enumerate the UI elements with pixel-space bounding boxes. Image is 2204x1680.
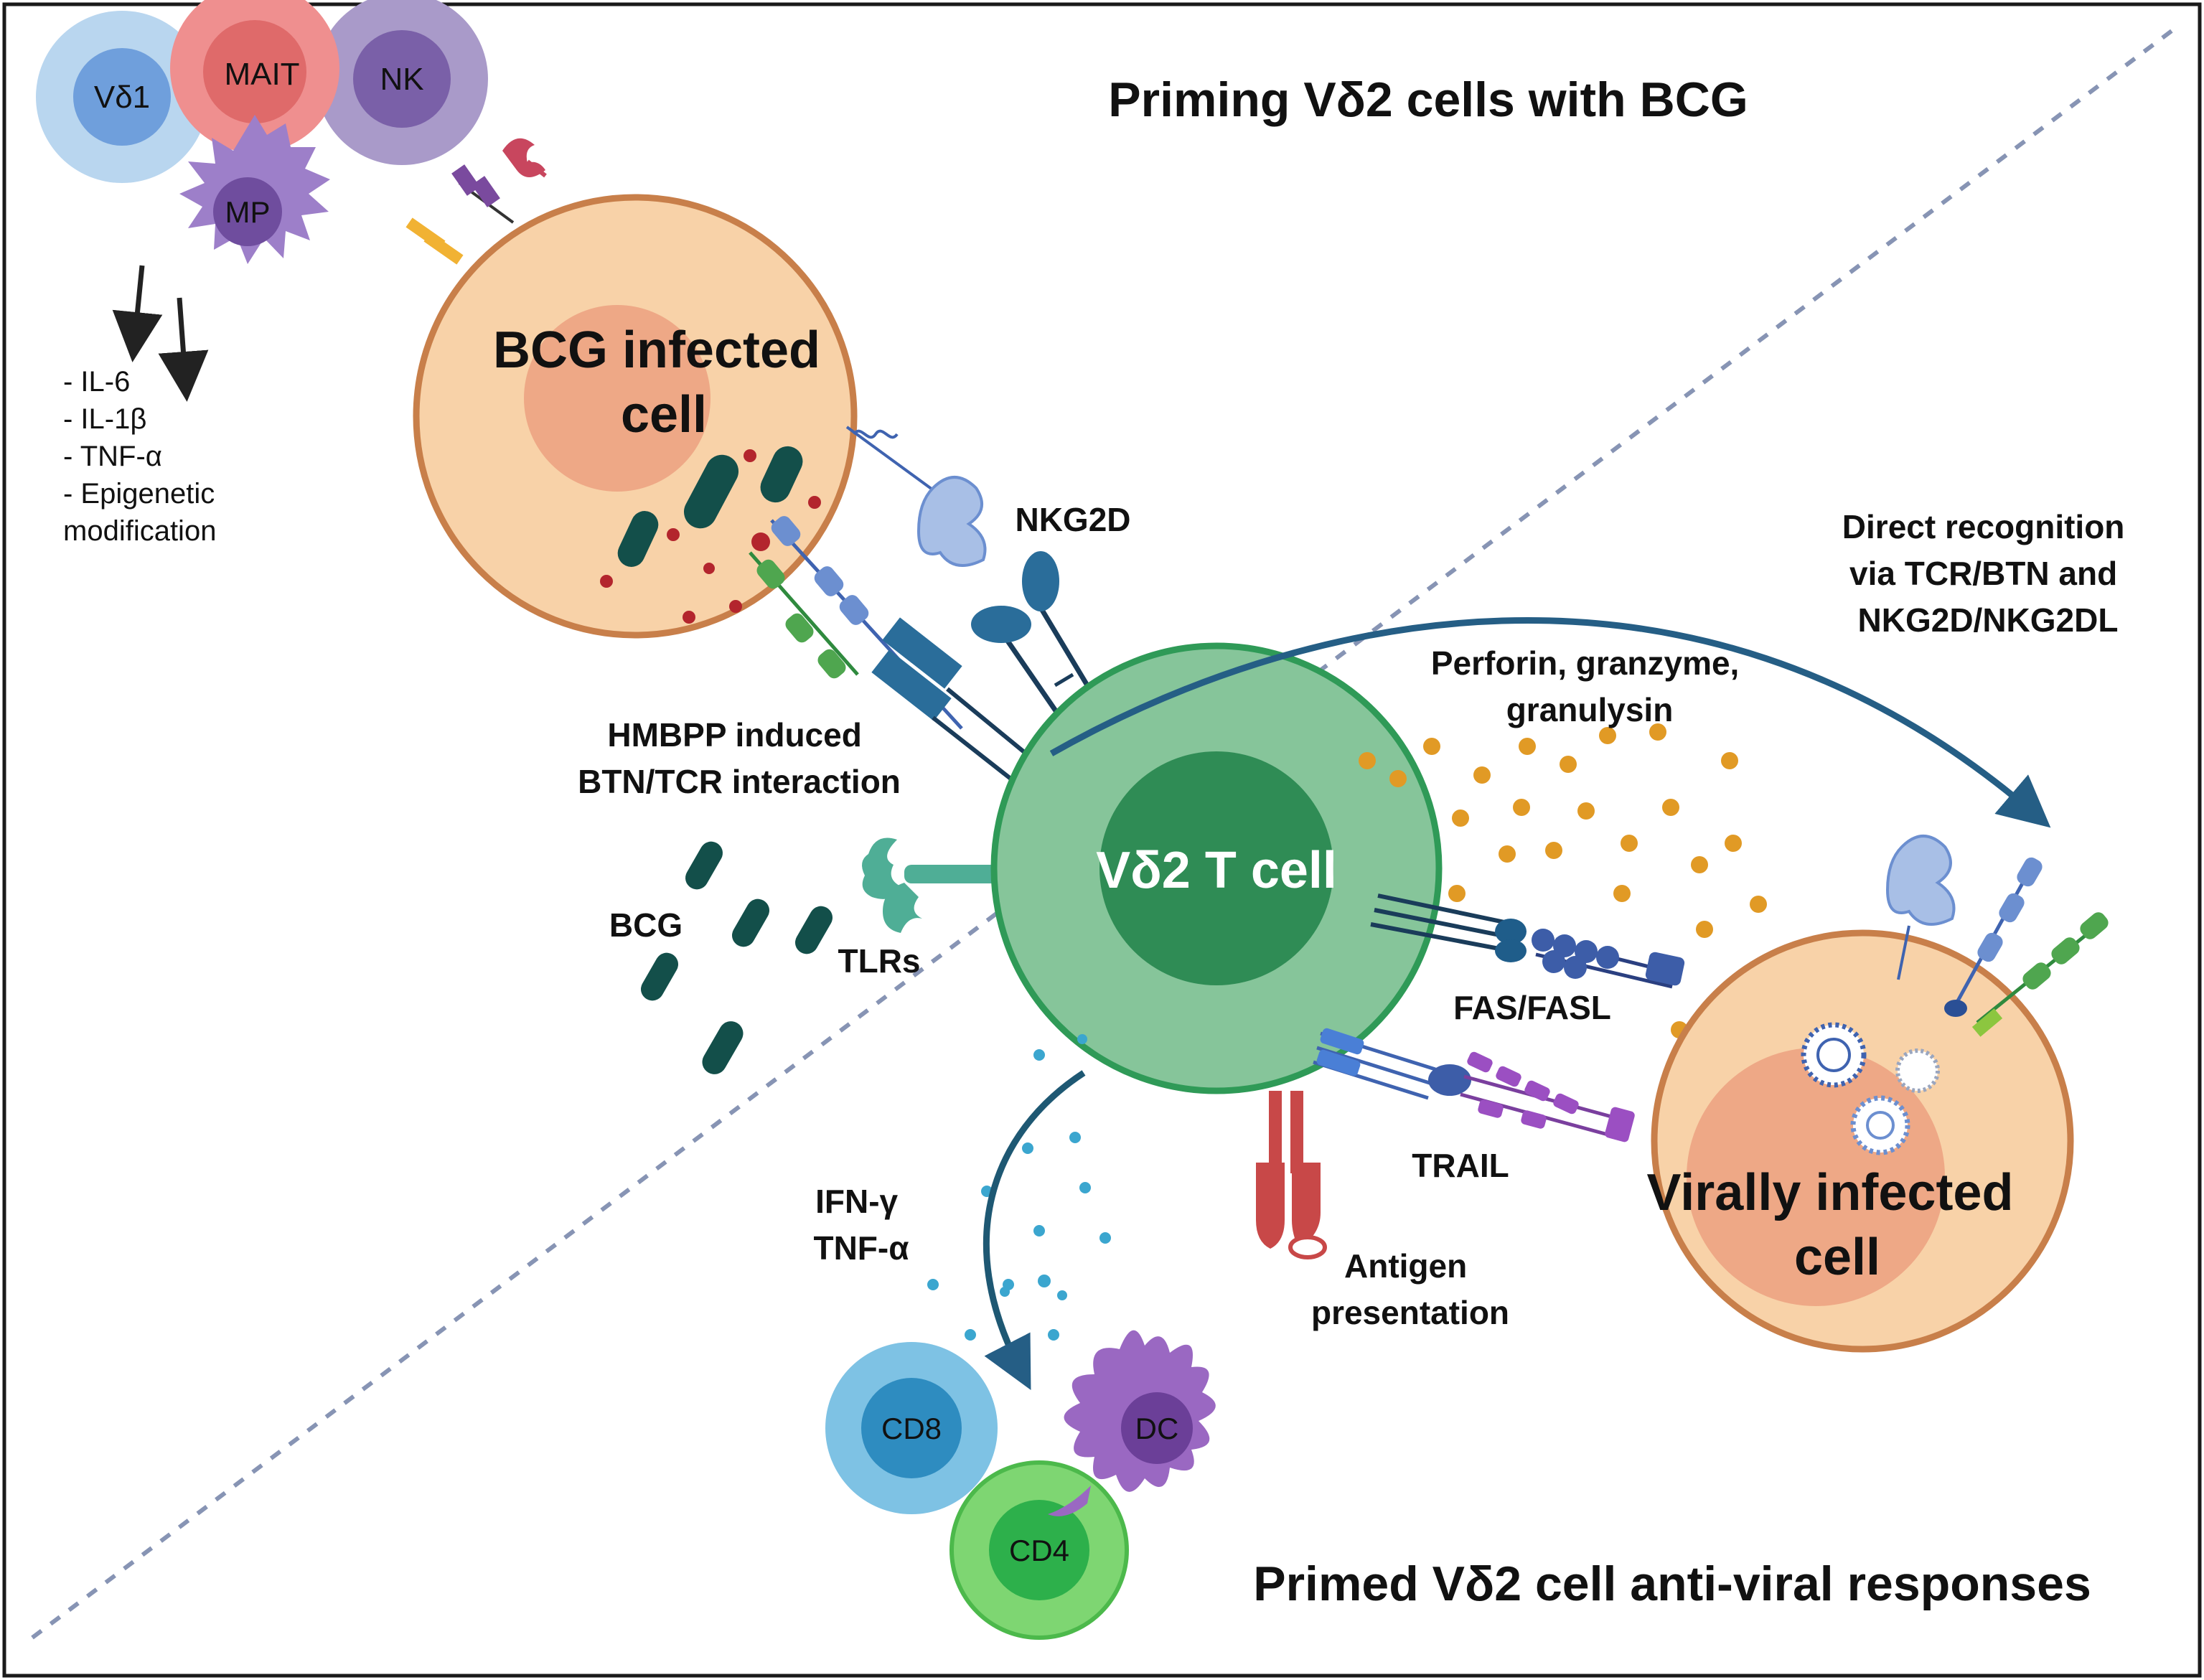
- secreted-cytokines: [927, 1034, 1111, 1341]
- virally-infected-line2: cell: [1794, 1229, 1880, 1286]
- mait-label: MAIT: [224, 57, 299, 92]
- fas-fasl-label: FAS/FASL: [1453, 989, 1611, 1026]
- cd4-cell: CD4: [949, 1460, 1129, 1640]
- antigen-line1: Antigen: [1344, 1247, 1467, 1285]
- nk-label: NK: [380, 62, 423, 97]
- antigen-presentation-label: Antigen presentation: [1311, 1247, 1509, 1331]
- tlrs-label: TLRs: [838, 942, 921, 980]
- vd1-label: Vδ1: [94, 80, 150, 115]
- ifn-gamma-label: IFN-γ: [815, 1183, 898, 1220]
- direct-recognition-label: Direct recognition via TCR/BTN and NKG2D…: [1842, 508, 2134, 639]
- nk-cell: NK: [316, 0, 488, 165]
- cytokine-arrow-2: [158, 297, 209, 402]
- virally-infected-label: Virally infected cell: [1647, 1164, 2028, 1286]
- cytokine-list: - IL-6 - IL-1β - TNF-α - Epigenetic modi…: [63, 366, 216, 547]
- small-receptors: [405, 138, 547, 265]
- cd8-cell: CD8: [825, 1342, 998, 1514]
- mhc-molecule: [1256, 1091, 1327, 1259]
- cytokine-item: - IL-1β: [63, 403, 146, 435]
- bcg-infected-line1: BCG infected: [493, 322, 820, 379]
- antigen-dots: [600, 449, 821, 624]
- virally-infected-cell: Virally infected cell: [1647, 929, 2074, 1353]
- cd8-label: CD8: [881, 1412, 942, 1445]
- ifn-tnf-label: IFN-γ TNF-α: [813, 1183, 909, 1267]
- cytokine-item: - TNF-α: [63, 441, 162, 472]
- mait-cell: MAIT: [170, 0, 339, 153]
- direct-line2: via TCR/BTN and: [1849, 555, 2117, 592]
- title-top: Priming Vδ2 cells with BCG: [1108, 72, 1748, 127]
- target-cell-ligands: [1885, 835, 2109, 1037]
- mp-label: MP: [225, 195, 271, 229]
- direct-recognition-arrow: [1049, 616, 2051, 828]
- btn-tcr-complex: [749, 516, 1049, 799]
- cytokine-item: - IL-6: [63, 366, 130, 398]
- perforin-line2: granulysin: [1506, 691, 1674, 728]
- bcg-infected-line2: cell: [621, 386, 707, 444]
- free-bcg-bacteria: [641, 841, 833, 1074]
- macrophage-cell: MP: [179, 115, 330, 264]
- cytokine-arrow-1: [112, 265, 163, 362]
- bcg-infected-cell: BCG infected cell: [413, 194, 858, 639]
- tnf-alpha-label: TNF-α: [813, 1229, 909, 1267]
- bcg-infected-label: BCG infected cell: [493, 322, 835, 444]
- direct-line3: NKG2D/NKG2DL: [1858, 601, 2119, 639]
- nkg2d-label: NKG2D: [1015, 501, 1130, 538]
- cytokine-release-arrow: [983, 1070, 1086, 1391]
- dc-cell: DC: [1048, 1330, 1216, 1516]
- virally-infected-line1: Virally infected: [1647, 1164, 2014, 1221]
- hmbpp-line2: BTN/TCR interaction: [578, 763, 901, 800]
- cytokine-item: - Epigenetic: [63, 478, 215, 510]
- title-bottom: Primed Vδ2 cell anti-viral responses: [1253, 1557, 2091, 1611]
- cytotoxic-granules: [1359, 723, 1767, 1038]
- vd2-t-cell: Vδ2 T cell: [990, 642, 1443, 1094]
- intracellular-bcg: [617, 511, 659, 567]
- vd1-cell: Vδ1: [36, 11, 208, 183]
- innate-cell-cluster: Vδ1 NK MAIT MP: [36, 0, 488, 264]
- hmbpp-line1: HMBPP induced: [607, 716, 861, 754]
- perforin-line1: Perforin, granzyme,: [1431, 644, 1739, 682]
- intracellular-bcg: [760, 446, 803, 503]
- cytokine-item: modification: [63, 515, 216, 547]
- trail-complex: [1313, 1028, 1635, 1142]
- vd2-t-cell-label: Vδ2 T cell: [1096, 842, 1337, 899]
- cd4-label: CD4: [1009, 1534, 1069, 1567]
- antigen-line2: presentation: [1311, 1294, 1509, 1331]
- perforin-label: Perforin, granzyme, granulysin: [1431, 644, 1748, 728]
- virus-particles: [1801, 1022, 1940, 1155]
- intracellular-bcg: [683, 454, 739, 529]
- dc-label: DC: [1135, 1412, 1179, 1445]
- fas-fasl-complex: [1370, 893, 1685, 989]
- bcg-label: BCG: [609, 906, 683, 944]
- direct-line1: Direct recognition: [1842, 508, 2125, 545]
- trail-label: TRAIL: [1412, 1147, 1509, 1184]
- hmbpp-label: HMBPP induced BTN/TCR interaction: [578, 716, 901, 800]
- nkg2d-ligand: [845, 426, 987, 567]
